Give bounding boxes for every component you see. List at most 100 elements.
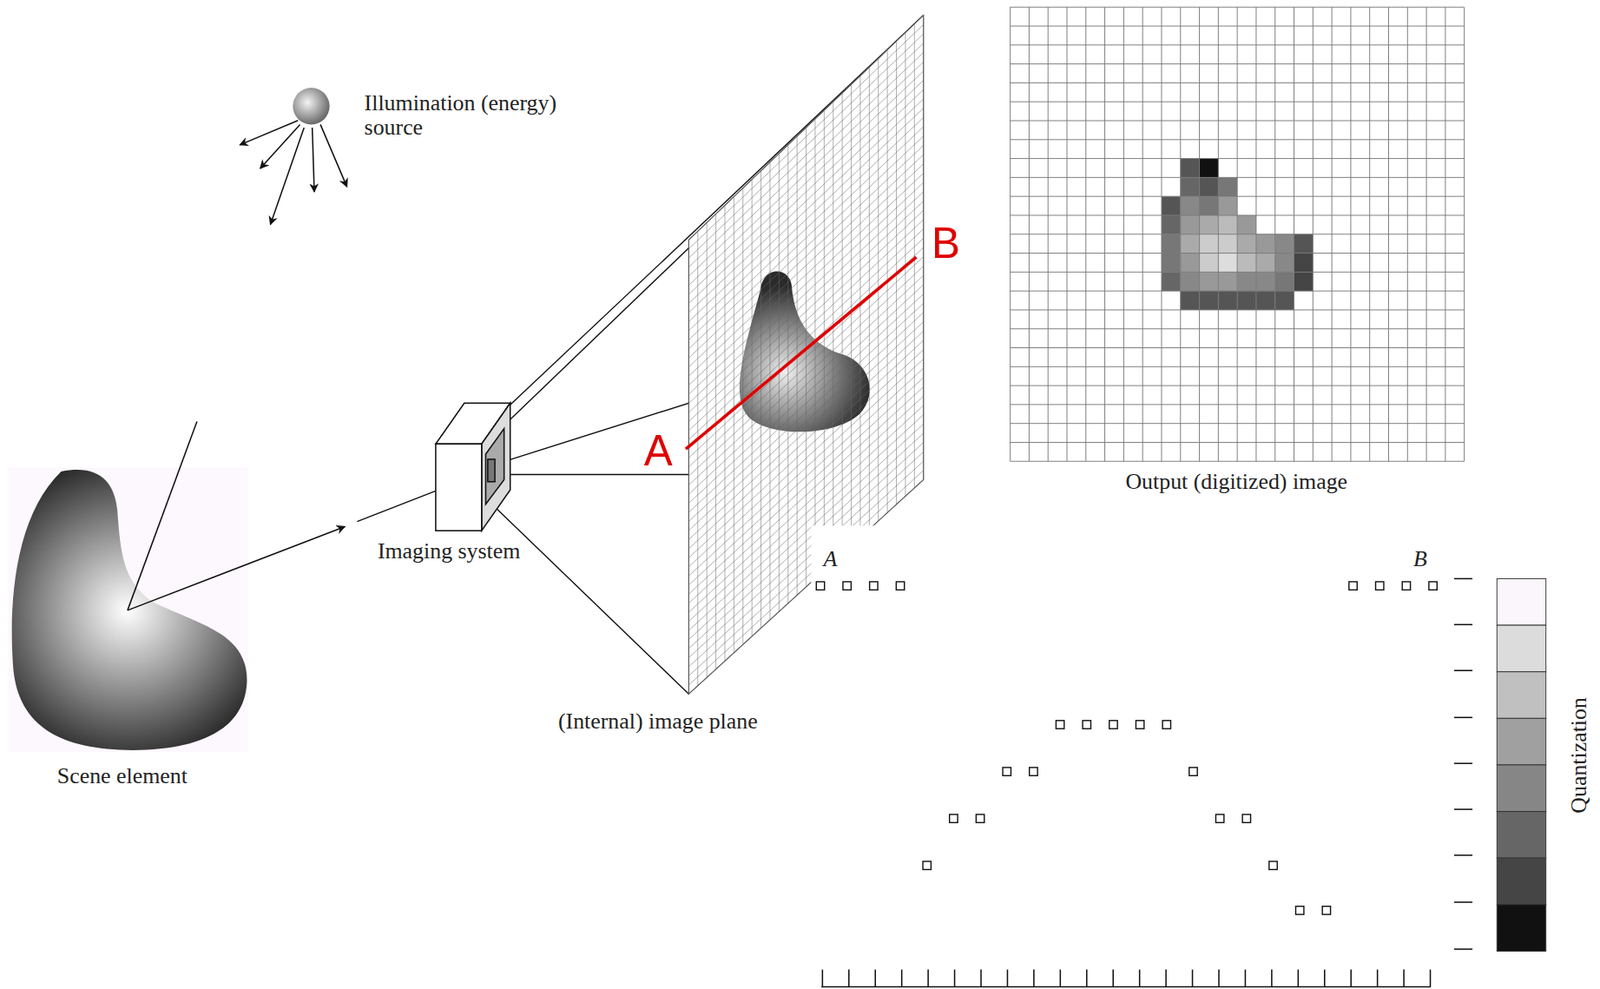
grid-line: [1312, 6, 1314, 461]
grid-line: [688, 144, 923, 367]
grid-line: [688, 117, 923, 340]
grid-line: [1255, 6, 1257, 461]
sample-tick: [1323, 969, 1326, 988]
quantization-label: Quantization: [1567, 697, 1592, 814]
pixel: [1218, 215, 1238, 235]
pixel: [1237, 290, 1257, 310]
quantization-level: [1496, 764, 1546, 812]
sample-marker: [895, 581, 904, 590]
sample-tick: [822, 969, 824, 988]
grid-line: [688, 219, 923, 440]
pixel: [1180, 234, 1200, 254]
grid-line: [1010, 441, 1465, 443]
grid-line: [688, 302, 923, 521]
light-sphere: [292, 87, 330, 125]
intensity-profile: [816, 578, 1546, 987]
sample-marker: [1322, 906, 1331, 915]
grid-line: [1349, 6, 1351, 461]
scan-line: [685, 256, 917, 449]
pixel: [1199, 290, 1219, 310]
pixel: [1256, 271, 1276, 291]
level-tick: [1454, 578, 1473, 580]
grid-line: [1407, 6, 1409, 461]
grid-line: [1010, 233, 1465, 235]
sample-tick: [1270, 969, 1273, 988]
grid-line: [1010, 403, 1465, 405]
pixel: [1218, 234, 1238, 254]
pixel: [1161, 271, 1181, 291]
pixel: [1237, 234, 1257, 254]
grid-line: [688, 294, 923, 514]
pixel: [1218, 271, 1238, 291]
grid-line: [688, 330, 923, 549]
grid-line: [1010, 385, 1465, 387]
grid-line: [688, 61, 923, 285]
sample-marker: [1428, 581, 1437, 590]
sample-marker: [1162, 720, 1171, 729]
sample-axis: [821, 986, 1431, 988]
sample-marker: [816, 581, 824, 590]
scene-element-label: Scene element: [57, 763, 188, 788]
sample-marker: [922, 861, 931, 870]
sample-marker: [1402, 581, 1410, 590]
pixel: [1180, 158, 1200, 178]
grid-line: [688, 71, 923, 295]
digitized-grid: [1010, 6, 1465, 461]
sample-tick: [1218, 969, 1220, 988]
grid-line: [1010, 271, 1465, 273]
sample-marker: [1109, 720, 1118, 729]
pixel: [1199, 177, 1219, 197]
pixel: [1294, 253, 1314, 273]
sample-tick: [901, 969, 903, 988]
sample-tick: [954, 969, 956, 988]
pixel: [1199, 271, 1219, 291]
pixel: [1161, 253, 1181, 273]
profile-panel: [810, 525, 1600, 989]
grid-line: [1293, 6, 1295, 461]
sample-tick: [1244, 969, 1247, 988]
grid-line: [1388, 6, 1390, 461]
sample-tick: [1429, 969, 1432, 988]
pixel: [1294, 271, 1314, 291]
grid-line: [1463, 6, 1465, 461]
sample-tick: [1086, 969, 1088, 988]
grid-line: [688, 265, 923, 485]
level-tick: [1454, 808, 1473, 810]
pixel: [1218, 177, 1238, 197]
grid-line: [688, 191, 923, 413]
grid-line: [1274, 6, 1276, 461]
sample-marker: [1029, 767, 1038, 776]
sample-tick: [848, 969, 850, 988]
sample-marker: [842, 581, 851, 590]
grid-line: [688, 210, 923, 431]
level-tick: [1454, 948, 1473, 950]
pixel: [1180, 271, 1200, 291]
sample-marker: [1189, 767, 1198, 776]
grid-line: [1010, 309, 1465, 310]
grid-line: [688, 182, 923, 403]
pixel: [1199, 234, 1219, 254]
grid-line: [1010, 347, 1465, 349]
point-label: B: [931, 222, 961, 265]
incident-ray: [127, 421, 198, 610]
pixel: [1256, 234, 1276, 254]
sample-marker: [975, 814, 984, 823]
profile-end-label: B: [1413, 546, 1428, 572]
sample-marker: [1002, 767, 1011, 776]
grid-line: [1010, 366, 1465, 368]
pixel: [1256, 290, 1276, 310]
grid-line: [688, 172, 923, 395]
sample-tick: [1165, 969, 1167, 988]
grid-line: [1010, 252, 1465, 254]
quantization-level: [1496, 578, 1546, 626]
grid-line: [688, 80, 923, 304]
pixel: [1180, 177, 1200, 197]
level-tick: [1454, 762, 1473, 764]
grid-line: [1426, 6, 1428, 461]
grid-line: [1444, 6, 1446, 461]
grid-line: [1331, 6, 1333, 461]
grid-line: [688, 201, 923, 422]
output-image-label: Output (digitized) image: [1125, 469, 1348, 494]
